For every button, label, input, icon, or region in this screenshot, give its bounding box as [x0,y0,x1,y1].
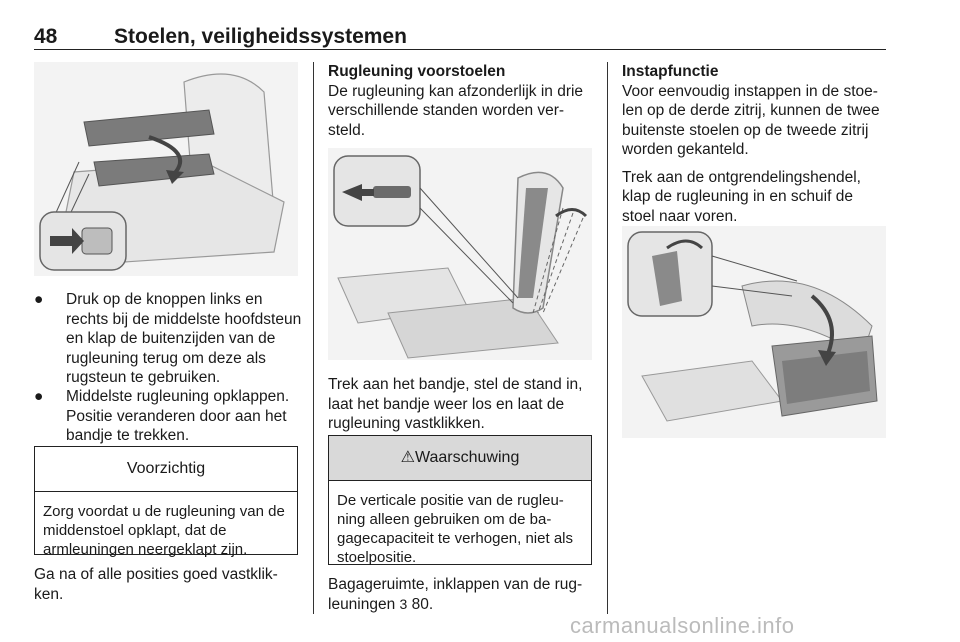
bullet-text: Middelste rugleuning opklappen. Positie … [66,388,290,444]
seat-recline-illustration [328,148,592,360]
paragraph: Trek aan de ontgrendelingshendel, klap d… [622,168,861,225]
caution-box: Voorzichtig Zorg voordat u de rugleuning… [34,446,298,558]
watermark: carmanualsonline.info [570,613,795,638]
rear-seat-backrest-illustration [34,62,298,276]
page-header: 48 Stoelen, veiligheidssystemen [34,25,886,50]
column-divider [607,62,608,614]
after-caution-paragraph: Ga na of alle posities goed vastklik­ken… [34,565,298,604]
paragraph: Ga na of alle posities goed vastklik­ken… [34,566,278,603]
bullet-text: Druk op de knoppen links en rechts bij d… [66,291,302,386]
bullet-icon: ● [34,388,44,405]
section-backrest: Rugleuning voorstoelen De rugleuning kan… [328,62,592,140]
bullet-icon: ● [34,291,44,308]
warning-text: De verticale positie van de rugleu­ning … [337,492,573,566]
paragraph: Trek aan het bandje, stel de stand in, l… [328,376,583,432]
easy-entry-illustration [622,226,886,438]
reference-text: Bagageruimte, inklappen van de rug­leuni… [328,576,583,613]
warning-box: ⚠Waarschuwing De verticale positie van d… [328,435,592,566]
warning-triangle-icon: ⚠ [400,449,415,466]
reference-page[interactable]: 80. [411,595,434,613]
caution-title: Voorzichtig [35,447,297,492]
column-divider [313,62,314,614]
reference-arrow-icon: 3 [399,595,408,612]
page-title: Stoelen, veiligheidssystemen [114,25,407,48]
section-heading: Rugleuning voorstoelen [328,63,506,80]
reference-paragraph: Bagageruimte, inklappen van de rug­leuni… [328,575,592,614]
instruction-paragraph: Trek aan het bandje, stel de stand in, l… [328,375,592,434]
section-heading: Instapfunctie [622,63,719,80]
paragraph: Voor eenvoudig instappen in de stoe­len … [622,82,880,159]
paragraph: De rugleuning kan afzonderlijk in drie v… [328,82,584,139]
warning-title: Waarschuwing [415,449,520,466]
page-number: 48 [34,25,58,48]
section-easy-entry: Instapfunctie Voor eenvoudig instappen i… [622,62,886,226]
paragraph: Bagageruimte, inklappen van de rug­leuni… [328,575,592,614]
warning-header: ⚠Waarschuwing [329,436,591,481]
caution-text: Zorg voordat u de rugleuning van de midd… [43,503,285,558]
